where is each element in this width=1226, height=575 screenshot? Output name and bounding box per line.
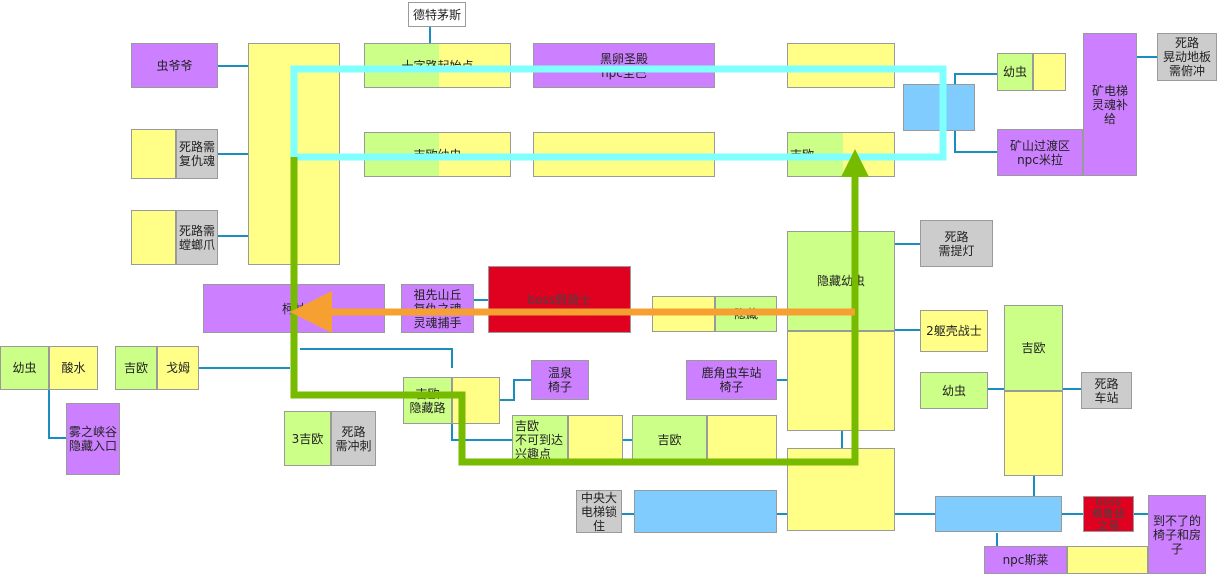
- node-larva-1-yellow: [1033, 53, 1066, 91]
- node-hidden-left: [652, 296, 715, 332]
- connector: [451, 424, 512, 441]
- node-blue-bottom-right: [935, 496, 1062, 532]
- connector: [48, 390, 66, 439]
- node-dead-end-lamp: 死路 需提灯: [920, 220, 993, 267]
- node-crossroads-start: 十字路起始点: [364, 43, 511, 88]
- node-hidden: 隐藏: [715, 296, 777, 332]
- node-blue-connector-top: [903, 84, 975, 131]
- node-dead-end-station: 死路 车站: [1081, 372, 1132, 409]
- node-hot-spring-bench: 温泉 椅子: [531, 360, 589, 400]
- node-ancestral-mound: 祖先山丘 复仇之魂 灵魂捕手: [401, 284, 474, 333]
- node-unreachable-bench-house: 到不了的 椅子和房 子: [1148, 495, 1206, 574]
- node-larva-1: 幼虫: [997, 53, 1033, 91]
- node-kelin: 柯林: [203, 284, 385, 333]
- node-geo-2-bottom: [1004, 391, 1063, 476]
- node-mid-yellow: [533, 132, 715, 177]
- node-geo-2: 吉欧: [1004, 305, 1063, 391]
- node-geo-hidden-road: 吉欧 隐藏路: [403, 377, 452, 424]
- node-bug-grandpa: 虫爷爷: [131, 43, 218, 88]
- node-larva-right: 幼虫: [920, 372, 988, 409]
- node-hidden-grub: 隐藏幼虫: [787, 231, 895, 331]
- node-hidden-grub-bottom: [787, 331, 895, 431]
- node-mine-elevator: 矿电梯 灵魂补 给: [1083, 33, 1137, 176]
- node-geo-left: 吉欧: [115, 346, 157, 390]
- node-blue-bottom-left: [634, 490, 777, 533]
- node-top-right-yellow: [787, 43, 895, 88]
- node-dead-end-revenge: 死路需 复仇魂: [176, 129, 218, 179]
- node-boss-false-knight: boss假骑士: [488, 266, 631, 333]
- node-stag-station-bench: 鹿角虫车站 椅子: [686, 360, 777, 400]
- node-acid: 酸水: [49, 346, 98, 390]
- node-dead-end-mantis: 死路需 螳螂爪: [176, 210, 218, 265]
- node-three-geo: 3吉欧: [284, 411, 331, 466]
- node-left-yellow-1: [131, 129, 176, 179]
- node-two-shell-warriors: 2躯壳战士: [920, 310, 988, 352]
- node-dert-mos: 德特茅斯: [408, 2, 466, 27]
- node-geo-grub: 吉欧幼虫: [364, 132, 511, 177]
- node-larva-left: 幼虫: [0, 346, 49, 390]
- node-left-yellow-2: [131, 210, 176, 265]
- node-geo-3: 吉欧: [632, 415, 707, 465]
- connector: [500, 379, 531, 401]
- node-mine-transition: 矿山过渡区 npc米拉: [997, 129, 1083, 176]
- node-black-egg-temple: 黑卵圣殿 npc圣巴: [533, 43, 715, 88]
- node-geo-3-right: [707, 415, 777, 465]
- node-geo-unreachable: 吉欧 不可到达 兴趣点: [512, 415, 568, 465]
- node-boss-brooding-mawlek: boss 格鲁兹 之母: [1083, 496, 1134, 532]
- node-gem: 戈姆: [157, 346, 199, 390]
- node-left-tall: [248, 43, 340, 265]
- node-geo-unreachable-right: [568, 415, 623, 465]
- connector: [300, 348, 453, 368]
- node-npc-sly-right: [1067, 546, 1148, 574]
- node-fog-canyon: 雾之峡谷 隐藏入口: [66, 403, 120, 475]
- node-dead-end-shake: 死路 晃动地板 需俯冲: [1157, 33, 1217, 81]
- node-geo-1: 吉欧: [787, 132, 895, 177]
- node-dead-end-dash: 死路 需冲刺: [331, 411, 376, 466]
- node-npc-sly: npc斯莱: [984, 546, 1067, 574]
- node-central-bottom: [787, 448, 895, 531]
- node-geo-hidden-road-right: [452, 377, 500, 424]
- node-central-elevator-locked: 中央大 电梯锁 住: [576, 490, 622, 533]
